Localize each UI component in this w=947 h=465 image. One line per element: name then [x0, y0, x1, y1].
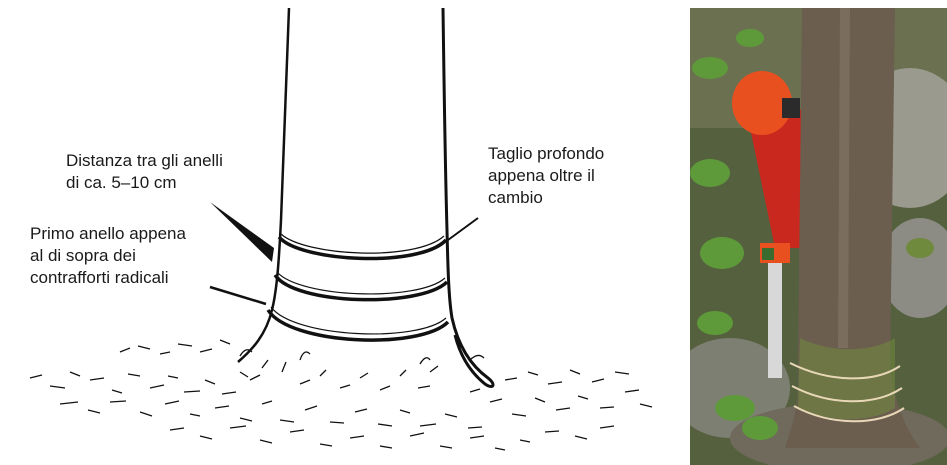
- ground-litter: [30, 340, 652, 450]
- label-first-ring: Primo anello appena al di sopra dei cont…: [30, 223, 186, 289]
- trunk-right-edge: [443, 8, 493, 386]
- forester-photo: [690, 8, 947, 465]
- label-ring-distance: Distanza tra gli anelli di ca. 5–10 cm: [66, 150, 223, 194]
- pointer-deep-cut: [448, 218, 478, 240]
- pointer-first-ring: [210, 287, 266, 304]
- pointer-ring-distance: [210, 202, 274, 262]
- ring-2: [275, 275, 447, 300]
- chainsaw-bar: [768, 263, 782, 378]
- photo-illustration: [690, 8, 947, 465]
- ring-3: [268, 310, 448, 340]
- trunk-left-edge: [238, 8, 289, 362]
- trunk-diagram: Distanza tra gli anelli di ca. 5–10 cm T…: [0, 0, 680, 465]
- label-deep-cut: Taglio profondo appena oltre il cambio: [488, 143, 604, 209]
